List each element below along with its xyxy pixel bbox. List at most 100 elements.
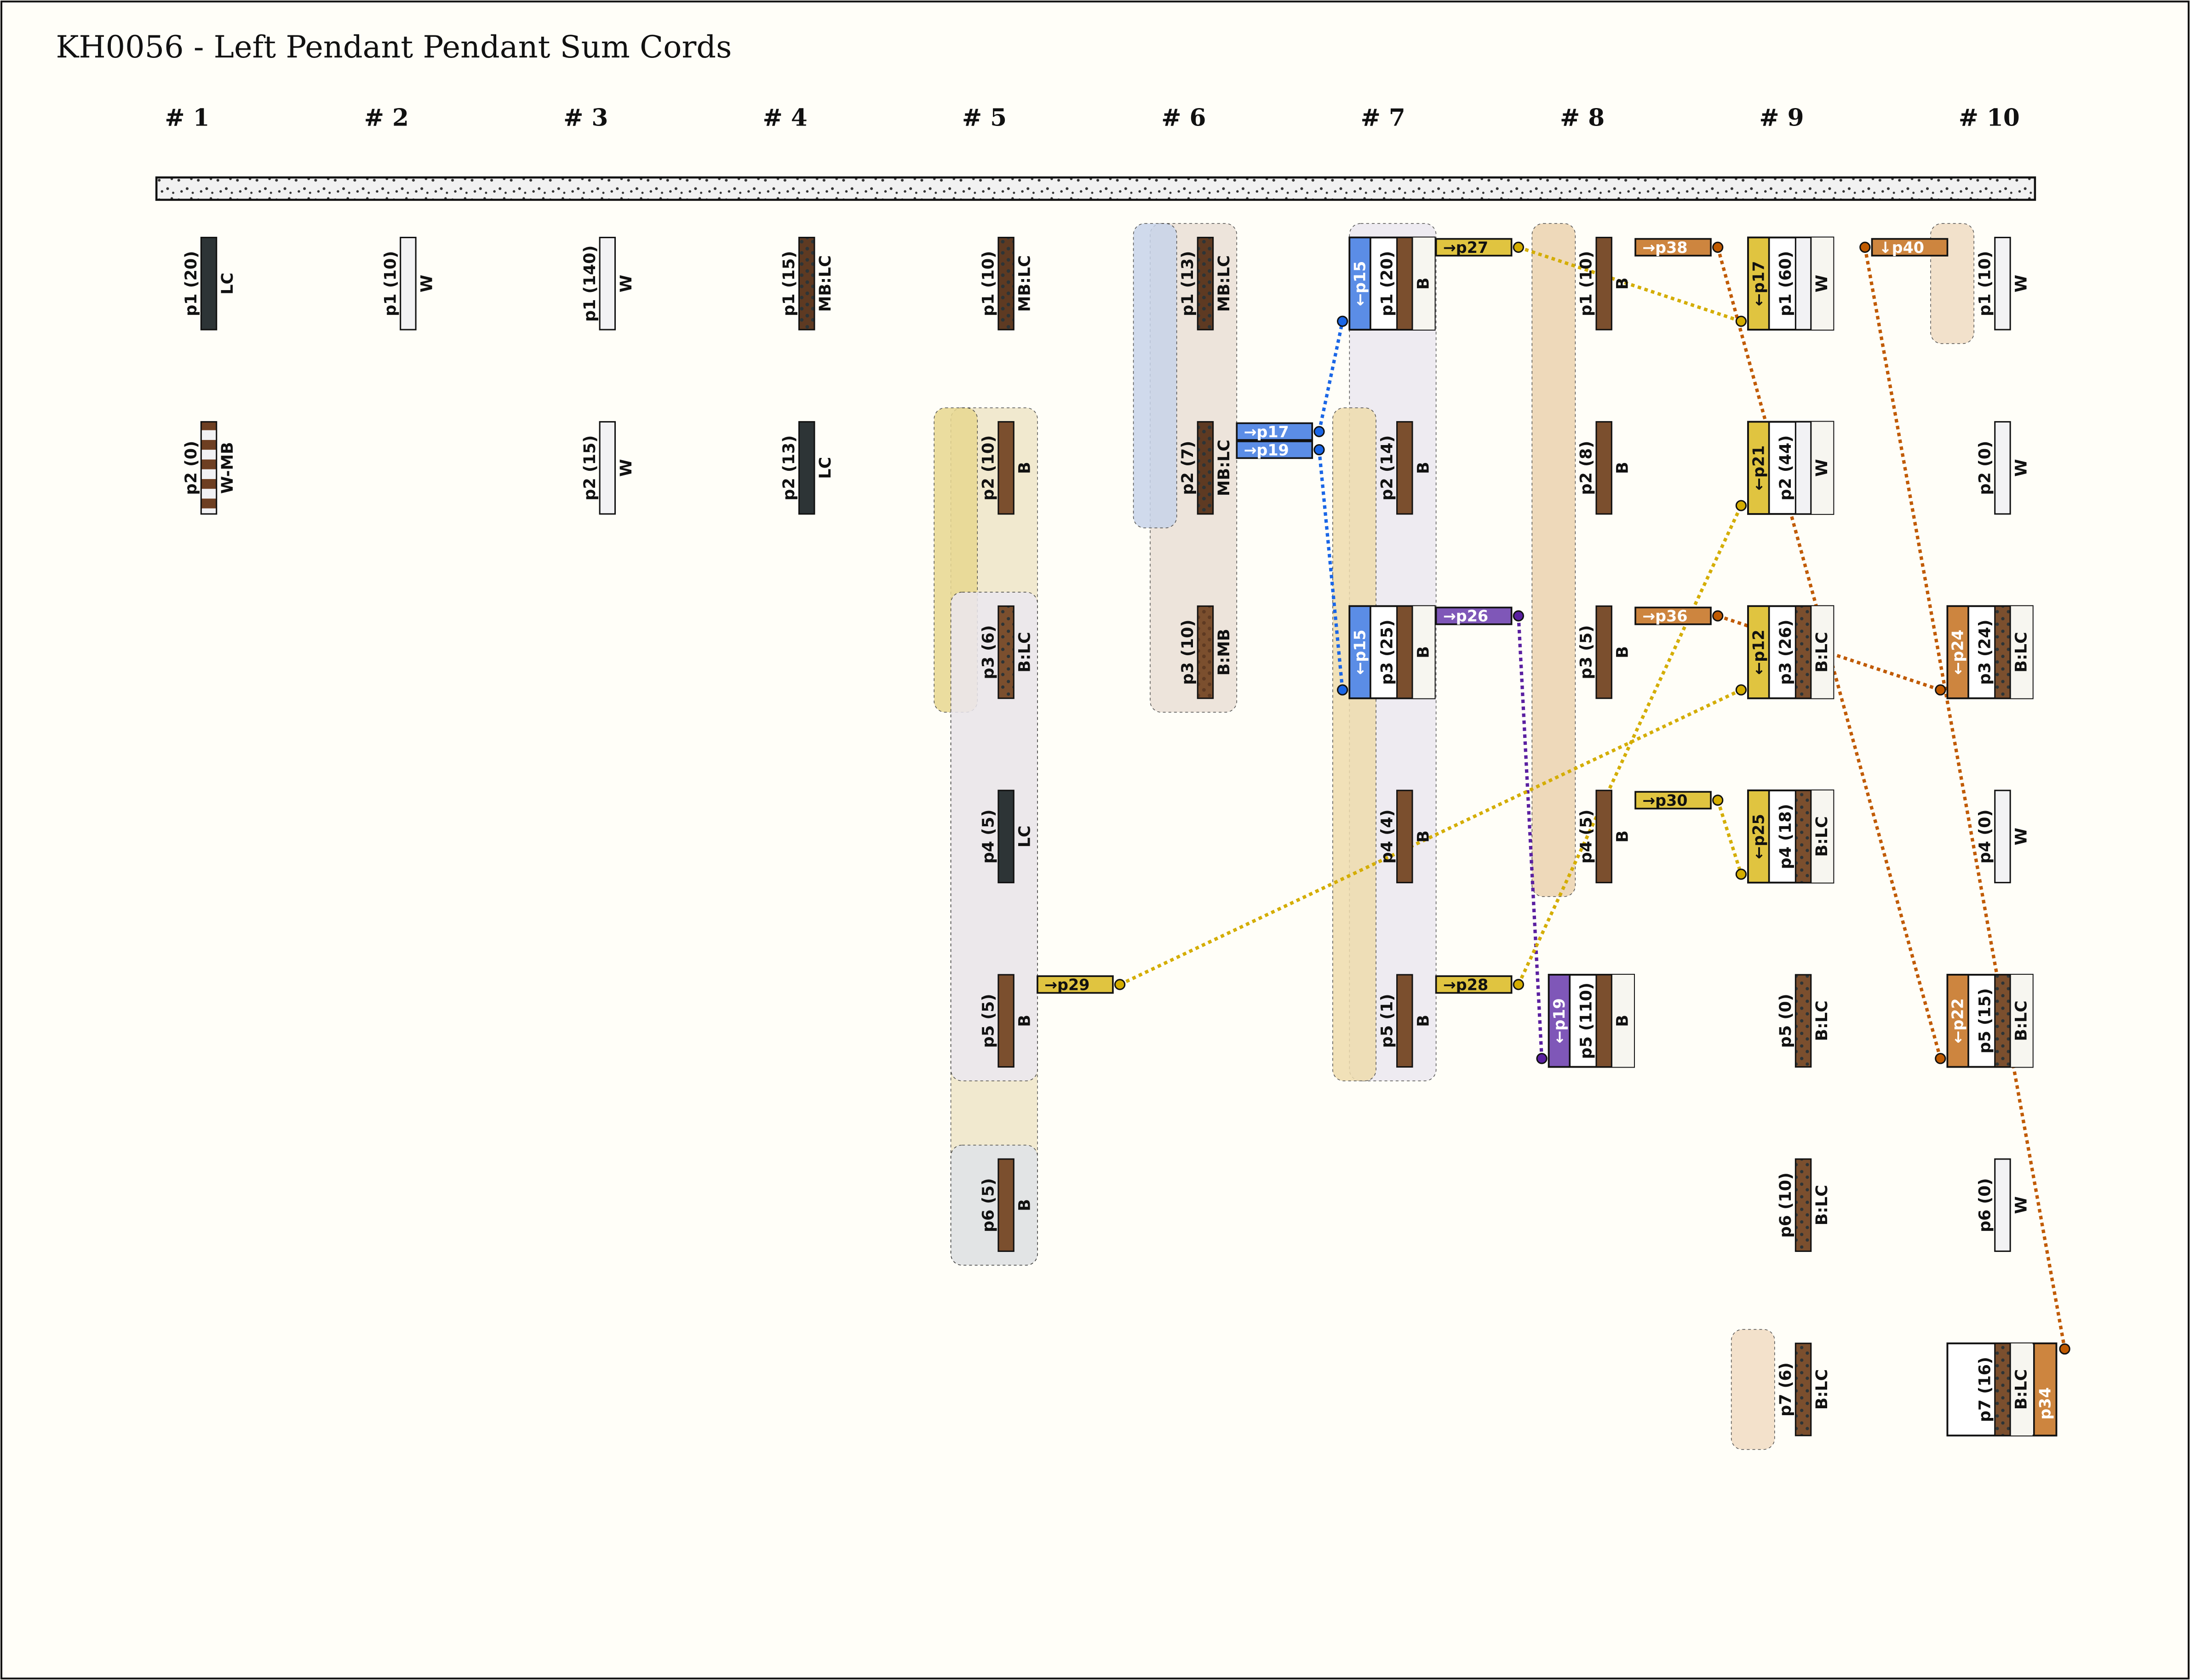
- pendant-cord[interactable]: p2 (15)W: [581, 421, 636, 515]
- in-link-cell[interactable]: [2033, 1343, 2058, 1437]
- in-link-cell[interactable]: [1946, 605, 1969, 699]
- out-link-tag[interactable]: [1236, 422, 1313, 441]
- in-link-cell[interactable]: [1946, 974, 1969, 1068]
- cord-label: p1 (10): [381, 251, 400, 316]
- pendant-cord[interactable]: p1 (10) W: [381, 237, 436, 331]
- cord-color-label: B: [1016, 1015, 1034, 1027]
- pendant-cord[interactable]: p3 (5)B→p36: [1577, 605, 1724, 699]
- pendant-cord[interactable]: p3 (6)B:LC: [980, 605, 1034, 699]
- in-link-label: ←p17: [1749, 261, 1767, 306]
- in-link-cell[interactable]: [1747, 605, 1770, 699]
- cord-bar: [1994, 237, 2011, 331]
- pendant-cord[interactable]: p1 (10)MB:LC: [980, 237, 1034, 331]
- pendant-cord[interactable]: p2 (8)B: [1577, 421, 1632, 515]
- cord-bar: [1396, 237, 1413, 331]
- pendant-cord[interactable]: p3 (25)B←p15→p26: [1337, 605, 1524, 699]
- pendant-cord[interactable]: p1 (20)B←p15→p27: [1337, 236, 1524, 331]
- pendant-cord[interactable]: p3 (10) B:MB: [1179, 605, 1233, 699]
- in-link-cell[interactable]: [1747, 236, 1770, 331]
- group-header: # 6: [1161, 104, 1206, 132]
- cord-label: p5 (1): [1378, 994, 1396, 1048]
- cord-label: p2 (10): [980, 435, 998, 501]
- link-dot: [1712, 610, 1724, 622]
- out-link-tag[interactable]: [1634, 606, 1712, 625]
- pendant-cord[interactable]: p4 (4)B: [1378, 789, 1433, 884]
- cord-bar: [1794, 974, 1812, 1068]
- out-link-tag[interactable]: [1037, 975, 1114, 994]
- group-header: # 9: [1759, 104, 1804, 132]
- pendant-cord[interactable]: p6 (5)B: [980, 1158, 1034, 1252]
- cord-box-cell: [1412, 606, 1435, 698]
- connection-line: [1863, 247, 2067, 1349]
- link-dot: [1513, 241, 1524, 253]
- in-link-cell[interactable]: [1348, 236, 1371, 331]
- pendant-cord[interactable]: p7 (6)B:LC: [1777, 1343, 1831, 1436]
- pendant-cord[interactable]: p4 (0)W: [1976, 789, 2030, 884]
- link-dot: [1513, 979, 1524, 990]
- pendant-cord[interactable]: p4 (5)LC: [980, 789, 1034, 884]
- pendant-cord[interactable]: p5 (110)B←p19: [1536, 974, 1635, 1068]
- out-link-tag[interactable]: [1435, 238, 1513, 257]
- pendant-cord[interactable]: p1 (60)W←p17: [1735, 236, 1835, 331]
- cord-label: p2 (15): [581, 435, 599, 501]
- pendant-cord[interactable]: p4 (5)B→p30: [1577, 789, 1724, 884]
- out-link-tag[interactable]: [1435, 606, 1513, 625]
- cord-label: p5 (15): [1976, 988, 1994, 1053]
- link-dot: [1935, 684, 1946, 696]
- cord-color-label: W-MB: [218, 442, 237, 494]
- cord-color-label: B:LC: [1813, 816, 1831, 857]
- in-link-cell[interactable]: [1747, 789, 1770, 884]
- out-link-tag[interactable]: [1236, 440, 1313, 459]
- cord-color-label: B:LC: [1813, 1000, 1831, 1041]
- pendant-cord[interactable]: p3 (24)B:LC←p24: [1935, 605, 2034, 699]
- out-link-tag[interactable]: [1871, 238, 1949, 257]
- pendant-cord[interactable]: p5 (5)B→p29: [980, 974, 1126, 1068]
- cord-color-label: W: [1813, 275, 1831, 293]
- pendant-cord[interactable]: p1 (10)W↓p40: [1859, 237, 2031, 331]
- out-link-tag[interactable]: [1634, 791, 1712, 810]
- cord-color-label: B:LC: [2012, 1369, 2030, 1410]
- pendant-cord[interactable]: p2 (0)W-MB: [182, 421, 237, 515]
- pendant-cord[interactable]: p1 (15)MB:LC: [780, 237, 835, 331]
- pendant-cord[interactable]: p6 (0)W: [1976, 1158, 2030, 1252]
- cord-color-label: B:LC: [2012, 1000, 2030, 1041]
- cord-label: p5 (0): [1777, 994, 1795, 1048]
- cord-color-label: W: [418, 275, 436, 293]
- pendant-cord[interactable]: p2 (14)B: [1378, 421, 1433, 515]
- cord-label: p3 (10): [1179, 620, 1197, 685]
- pendant-cord[interactable]: p2 (10) B: [980, 421, 1034, 515]
- cord-bar: [998, 974, 1015, 1068]
- cord-color-label: B:MB: [1215, 629, 1233, 676]
- pendant-cord[interactable]: p5 (15)B:LC←p22: [1935, 974, 2034, 1068]
- out-link-tag[interactable]: [1435, 975, 1513, 994]
- pendant-cord[interactable]: p2 (0)W: [1976, 421, 2030, 515]
- pendant-cord[interactable]: p2 (7)MB:LC→p17→p19: [1179, 421, 1325, 515]
- cord-bar: [1994, 1343, 2011, 1436]
- cord-color-label: W: [2012, 459, 2030, 477]
- pendant-cord[interactable]: p5 (1)B→p28: [1378, 974, 1524, 1068]
- out-link-tag[interactable]: [1634, 238, 1712, 257]
- pendant-cord[interactable]: p1 (140)W: [581, 237, 636, 331]
- pendant-cord[interactable]: p3 (26)B:LC←p12: [1735, 605, 1835, 699]
- in-link-cell[interactable]: [1548, 974, 1571, 1068]
- link-dot: [1712, 241, 1724, 253]
- pendant-cord[interactable]: p4 (18)B:LC←p25: [1735, 789, 1835, 884]
- cord-color-label: B: [1016, 462, 1034, 474]
- group-header: # 4: [763, 104, 808, 132]
- pendant-cord[interactable]: p1 (10)B→p38: [1577, 237, 1724, 331]
- pendant-cord[interactable]: p2 (44)W←p21: [1735, 421, 1835, 515]
- cord-bar: [1994, 789, 2011, 884]
- group-header: # 7: [1361, 104, 1405, 132]
- pendant-cord[interactable]: p1 (13)MB:LC: [1179, 237, 1233, 331]
- pendant-cord[interactable]: p1 (20)LC: [182, 237, 237, 331]
- cord-bar: [1197, 421, 1214, 515]
- pendant-cord[interactable]: p5 (0) B:LC: [1777, 974, 1831, 1068]
- cord-bar: [998, 605, 1015, 699]
- in-link-cell[interactable]: [1348, 605, 1371, 699]
- link-dot: [1536, 1053, 1548, 1064]
- in-link-cell[interactable]: [1747, 421, 1770, 515]
- pendant-cord[interactable]: p6 (10)B:LC: [1777, 1158, 1831, 1252]
- pendant-cord[interactable]: p2 (13)LC: [780, 421, 835, 515]
